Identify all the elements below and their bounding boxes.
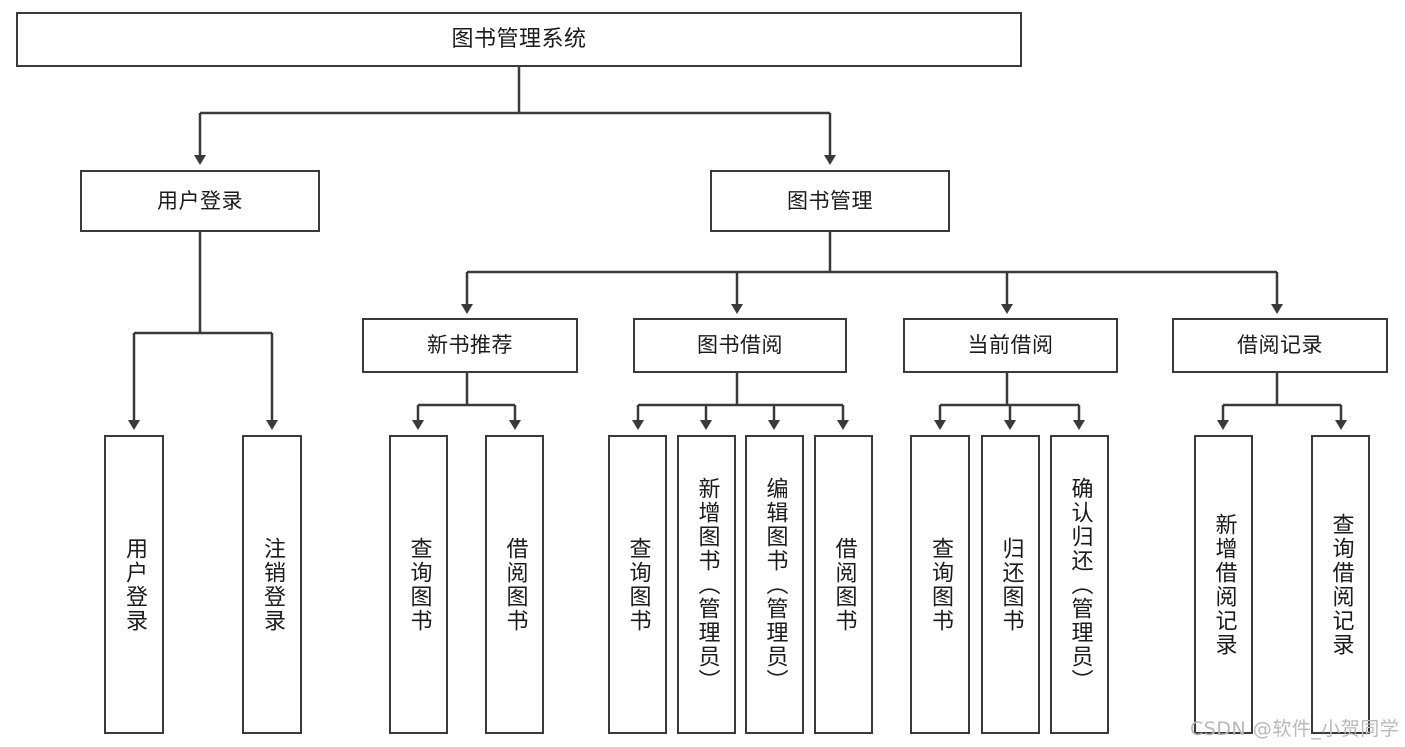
node-book-borrow[interactable]: 图书借阅 [633, 318, 847, 373]
leaf-edit-book-admin[interactable]: 编辑图书（管理员） [745, 435, 804, 734]
node-user-login[interactable]: 用户登录 [80, 170, 320, 232]
leaf-confirm-return-admin[interactable]: 确认归还（管理员） [1050, 435, 1109, 734]
node-label: 用户登录 [157, 188, 243, 213]
leaf-query-books-borrow[interactable]: 查询图书 [608, 435, 667, 734]
node-label: 当前借阅 [967, 333, 1054, 358]
node-borrow-record[interactable]: 借阅记录 [1172, 318, 1388, 373]
leaf-user-login[interactable]: 用户登录 [104, 435, 164, 734]
leaf-return-books[interactable]: 归还图书 [981, 435, 1040, 734]
node-label: 确认归还（管理员） [1067, 476, 1093, 693]
node-label: 查询借阅记录 [1328, 512, 1354, 657]
node-label: 查询图书 [406, 536, 432, 633]
leaf-add-borrow-record[interactable]: 新增借阅记录 [1194, 435, 1253, 734]
node-label: 查询图书 [927, 536, 953, 633]
node-label: 新增借阅记录 [1211, 512, 1237, 657]
node-label: 借阅记录 [1237, 333, 1323, 358]
leaf-borrow-books-recommendation[interactable]: 借阅图书 [485, 435, 544, 734]
node-label: 查询图书 [625, 536, 651, 633]
node-label: 图书管理系统 [451, 26, 587, 52]
node-label: 新书推荐 [427, 333, 513, 358]
node-label: 借阅图书 [502, 536, 528, 633]
leaf-query-books-recommendation[interactable]: 查询图书 [389, 435, 448, 734]
node-current-borrow[interactable]: 当前借阅 [903, 318, 1118, 373]
leaf-query-borrow-record[interactable]: 查询借阅记录 [1311, 435, 1370, 734]
leaf-add-book-admin[interactable]: 新增图书（管理员） [677, 435, 736, 734]
leaf-query-books-current[interactable]: 查询图书 [910, 435, 970, 734]
node-label: 注销登录 [259, 536, 285, 633]
node-label: 编辑图书（管理员） [762, 476, 788, 693]
node-book-management[interactable]: 图书管理 [710, 170, 950, 232]
node-root-system[interactable]: 图书管理系统 [16, 12, 1022, 67]
leaf-borrow-books-borrow[interactable]: 借阅图书 [814, 435, 873, 734]
node-new-book-recommendation[interactable]: 新书推荐 [362, 318, 578, 373]
node-label: 新增图书（管理员） [694, 476, 720, 693]
node-label: 用户登录 [121, 536, 147, 633]
leaf-logout[interactable]: 注销登录 [242, 435, 302, 734]
node-label: 归还图书 [998, 536, 1024, 633]
node-label: 图书借阅 [697, 333, 783, 358]
node-label: 图书管理 [787, 188, 873, 213]
node-label: 借阅图书 [831, 536, 857, 633]
